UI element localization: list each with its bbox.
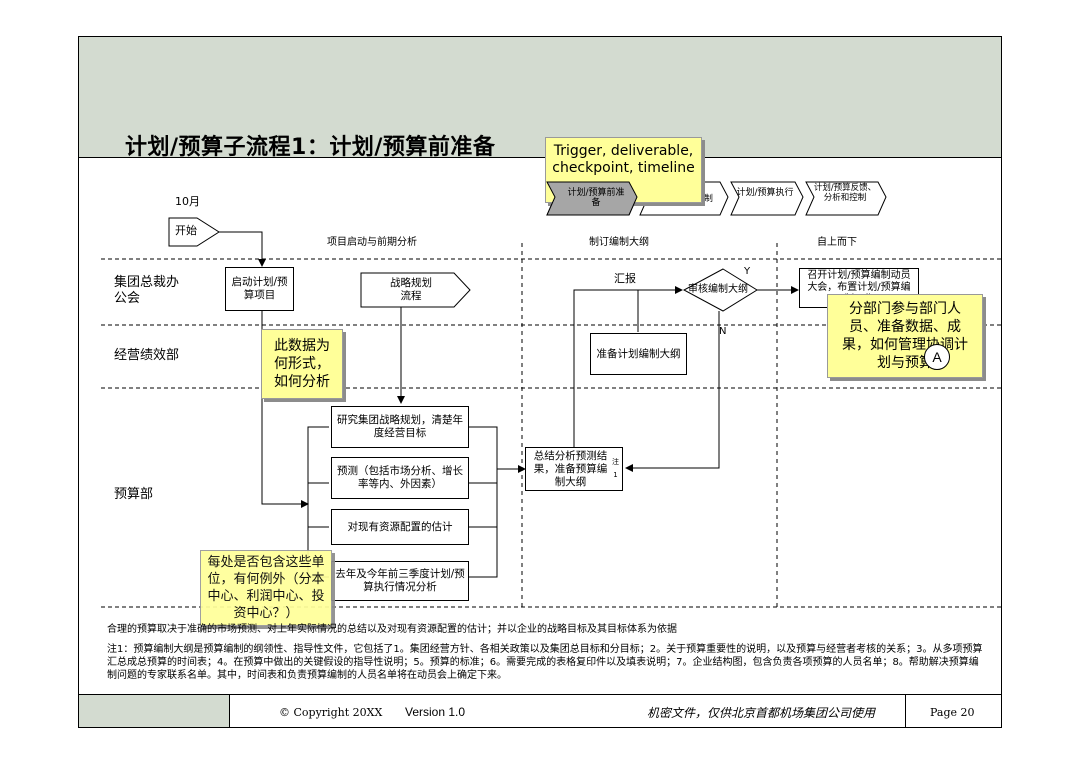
footer: © Copyright 20XX Version 1.0 机密文件，仅供北京首都…	[79, 694, 1001, 727]
strategy-label: 战略规划流程	[390, 277, 432, 302]
review-label: 审核编制大纲	[688, 284, 748, 295]
phase-label-4: 计划/预算反馈、分析和控制	[813, 183, 877, 203]
no-label: N	[719, 326, 727, 337]
lane-label-budget: 预算部	[114, 487, 154, 502]
sticky-data-form: 此数据为何形式，如何分析	[261, 329, 343, 399]
stage-header-1: 项目启动与前期分析	[327, 237, 417, 248]
summary-footnote-marker: 注1	[612, 458, 619, 479]
page-title: 计划/预算子流程1：计划/预算前准备	[125, 135, 496, 160]
note-line-2: 注1：预算编制大纲是预算编制的纲领性、指导性文件，它包括了1。集团经营方针、各相…	[107, 644, 983, 681]
month-label: 10月	[175, 195, 200, 208]
phase-chevron-4	[805, 181, 887, 216]
resource-box: 对现有资源配置的估计	[331, 509, 469, 545]
footer-page-number: Page 20	[905, 695, 1001, 727]
phase-chevron-3	[730, 181, 804, 216]
header-band	[79, 37, 1001, 158]
start-label: 开始	[175, 224, 197, 237]
footer-left-band	[79, 695, 230, 727]
lane-label-president-office: 集团总裁办公会	[114, 275, 180, 306]
review-diamond	[682, 268, 758, 312]
yes-label: Y	[744, 266, 751, 277]
sticky-units: 每处是否包含这些单位，有何例外（分本中心、利润中心、投资中心？）	[200, 550, 332, 626]
stage-header-3: 自上而下	[817, 237, 857, 248]
sticky-departments: 分部门参与部门人员、准备数据、成果，如何管理协调计划与预算	[827, 294, 983, 378]
slide: 计划/预算子流程1：计划/预算前准备	[78, 36, 1002, 728]
summary-box: 总结分析预测结果，准备预算编制大纲注1	[525, 447, 623, 491]
report-label: 汇报	[614, 272, 636, 285]
footer-copyright: © Copyright 20XX	[279, 705, 383, 719]
prepare-outline-box: 准备计划编制大纲	[590, 333, 687, 375]
research-box: 研究集团战略规划，清楚年度经营目标	[331, 406, 469, 448]
connector-a: A	[924, 344, 950, 370]
summary-text: 总结分析预测结果，准备预算编制大纲	[533, 449, 608, 488]
launch-box: 启动计划/预算项目	[225, 267, 294, 311]
header-divider	[79, 157, 1001, 158]
stage-header-2: 制订编制大纲	[589, 237, 649, 248]
lane-label-performance: 经营绩效部	[114, 348, 180, 363]
phase-label-3: 计划/预算执行	[736, 188, 794, 198]
footer-confidential: 机密文件，仅供北京首都机场集团公司使用	[647, 705, 876, 720]
forecast-box: 预测（包括市场分析、增长率等内、外因素）	[331, 457, 469, 499]
start-shape	[168, 217, 220, 247]
note-line-1: 合理的预算取决于准确的市场预测、对上年实际情况的总结以及对现有资源配置的估计；并…	[107, 624, 677, 635]
strategy-shape	[360, 272, 471, 308]
lastyear-box: 去年及今年前三季度计划/预算执行情况分析	[331, 561, 469, 601]
phase-label-1-overlay: 计划/预算前准备	[567, 188, 625, 208]
footer-version: Version 1.0	[405, 705, 466, 719]
